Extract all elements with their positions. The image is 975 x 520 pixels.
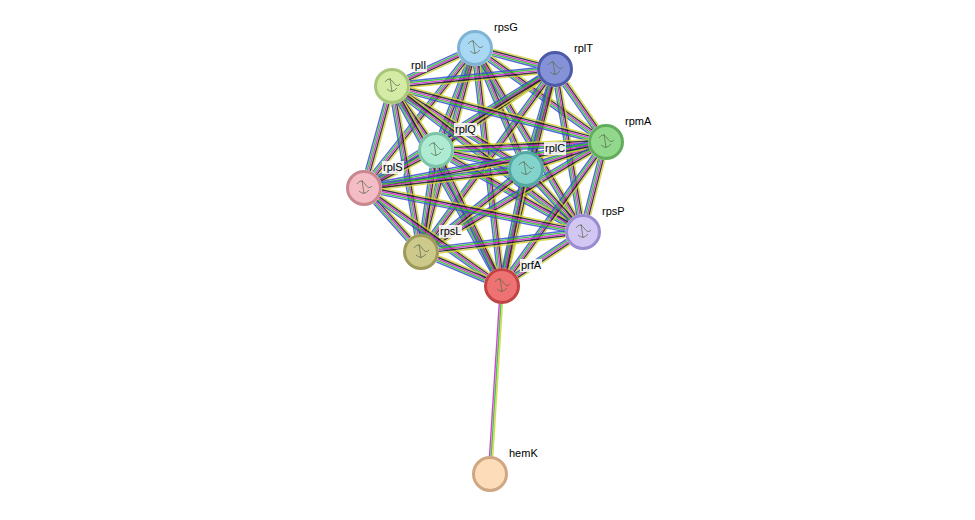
node-label: rplS	[382, 161, 404, 174]
protein-node: rplS	[346, 170, 382, 206]
interaction-edge	[436, 256, 486, 282]
interaction-edge	[410, 68, 538, 88]
interaction-edge	[381, 188, 566, 231]
protein-node: rplQ	[418, 132, 454, 168]
node-circle	[346, 170, 382, 206]
protein-node: rplI	[374, 68, 410, 104]
node-circle	[457, 30, 493, 66]
node-circle	[418, 132, 454, 168]
node-circle	[588, 124, 624, 160]
node-label: rplC	[544, 142, 566, 155]
protein-node: rpsG	[457, 30, 493, 66]
node-label: rplQ	[454, 123, 477, 136]
interaction-edge	[377, 196, 489, 278]
node-circle	[374, 68, 410, 104]
protein-node: prfA	[484, 268, 520, 304]
interaction-edge	[515, 239, 570, 278]
node-circle	[484, 268, 520, 304]
node-label: rpsL	[439, 225, 462, 238]
node-circle	[508, 151, 544, 187]
node-circle	[537, 51, 573, 87]
protein-node: rplT	[537, 51, 573, 87]
interaction-edge	[502, 186, 525, 269]
node-circle	[565, 214, 601, 250]
node-circle	[472, 456, 508, 492]
node-label: hemK	[508, 447, 539, 460]
node-label: rpsP	[601, 205, 626, 218]
node-label: rpmA	[624, 115, 652, 128]
node-label: rplI	[410, 59, 427, 72]
node-label: rpsG	[493, 21, 519, 34]
protein-node: hemK	[472, 456, 508, 492]
node-label: prfA	[520, 259, 542, 272]
node-label: rplT	[573, 42, 594, 55]
node-circle	[403, 234, 439, 270]
interaction-edge	[536, 180, 574, 221]
protein-node: rplC	[508, 151, 544, 187]
interaction-edge	[381, 142, 589, 188]
protein-node: rpsP	[565, 214, 601, 250]
protein-node: rpsL	[403, 234, 439, 270]
protein-node: rpmA	[588, 124, 624, 160]
interaction-edge	[490, 304, 503, 456]
